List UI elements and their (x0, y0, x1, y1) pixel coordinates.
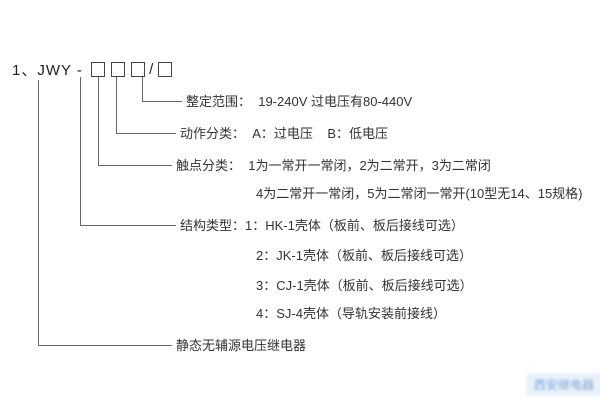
model-code-box-4 (158, 62, 173, 77)
connector-horizontal-setting-range (142, 101, 182, 102)
connector-vertical-box2 (98, 77, 99, 165)
label-base-name: 静态无辅源电压继电器 (176, 338, 307, 353)
connector-horizontal-action-class (116, 133, 176, 134)
connector-horizontal-contact-class (98, 165, 172, 166)
watermark: 西安继电器 (525, 373, 600, 396)
label-structure-type-line2: 2：JK-1壳体（板前、板后接线可选） (256, 248, 472, 263)
model-designation: 1、JWY - / (12, 59, 175, 80)
model-slash: / (149, 61, 155, 78)
label-contact-class-line2: 4为二常开一常闭，5为二常闭一常开(10型无14、15规格) (256, 186, 583, 201)
model-code-box-3 (131, 62, 146, 77)
connector-vertical-box4 (142, 77, 143, 101)
connector-vertical-box1 (80, 77, 81, 225)
model-code-box-2 (111, 62, 126, 77)
model-prefix-text: 1、JWY - (12, 62, 89, 79)
label-contact-class-line1: 触点分类： 1为一常开一常闭，2为二常开，3为二常闭 (176, 158, 491, 173)
connector-vertical-box3 (116, 77, 117, 133)
label-structure-type-line1: 结构类型：1：HK-1壳体（板前、板后接线可选） (180, 218, 464, 233)
label-action-class: 动作分类： A：过电压 B：低电压 (180, 126, 389, 141)
label-setting-range: 整定范围： 19-240V 过电压有80-440V (186, 94, 413, 109)
label-structure-type-line3: 3：CJ-1壳体（板前、板后接线可选） (256, 278, 473, 293)
connector-horizontal-structure-type (80, 225, 176, 226)
connector-vertical-main (38, 80, 39, 345)
connector-horizontal-base-name (38, 345, 172, 346)
label-structure-type-line4: 4：SJ-4壳体（导轨安装前接线） (256, 306, 446, 321)
model-code-box-1 (91, 62, 106, 77)
